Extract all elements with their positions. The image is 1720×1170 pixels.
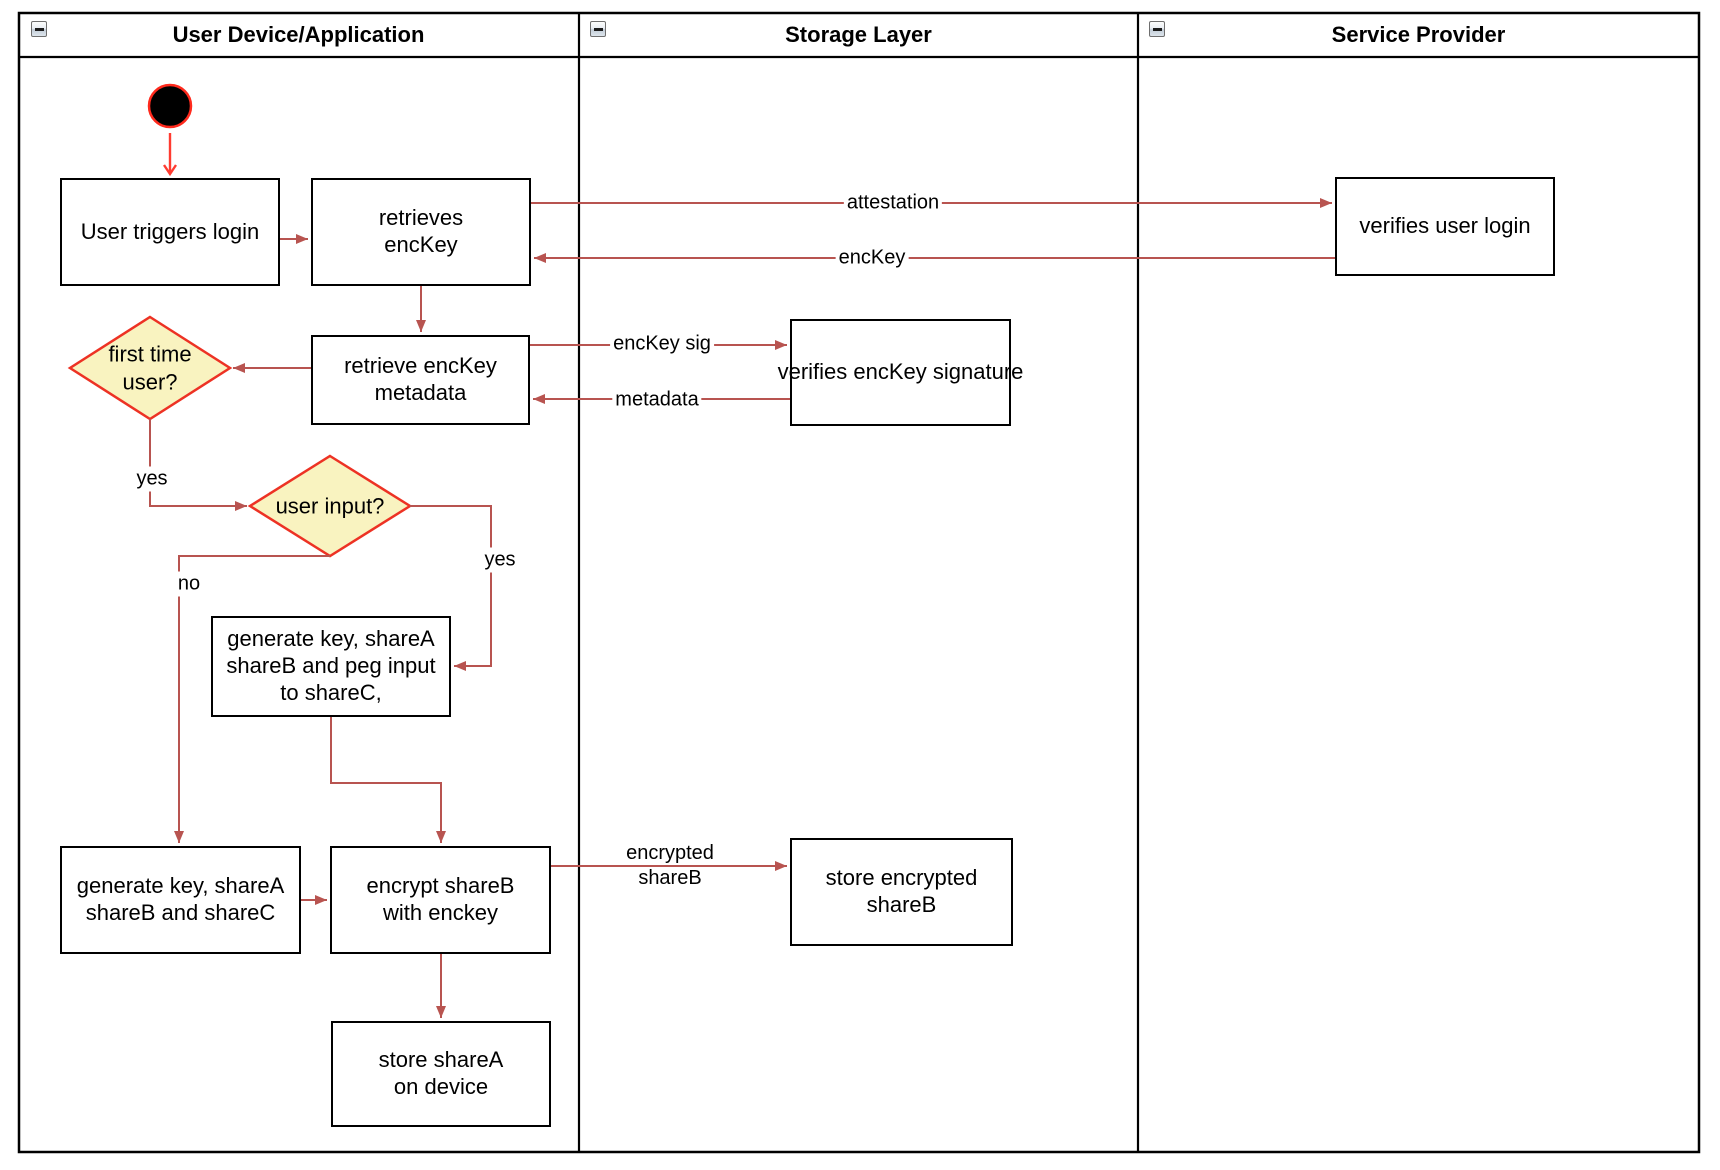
edge-peg-to-encrypt[interactable] (330, 717, 446, 843)
pool-border (17, 11, 1701, 1154)
decision-first-time-user[interactable] (67, 315, 233, 421)
edge-label-no-user-input[interactable]: no (174, 571, 204, 597)
node-label: store shareA on device (378, 1047, 504, 1099)
node-label: encrypt shareB with enckey (366, 873, 515, 925)
collapse-lane-button[interactable] (31, 21, 47, 37)
node-label: User triggers login (80, 218, 260, 244)
node-label: retrieve encKey metadata (344, 353, 497, 405)
node-verifies-enckey-signature[interactable]: verifies encKey signature (778, 319, 1023, 426)
edge-label-encrypted-shareb[interactable]: encrypted shareB (626, 842, 714, 889)
lane-header-user-device[interactable]: User Device/Application (172, 22, 425, 47)
node-store-sharea[interactable]: store shareA on device (331, 1021, 551, 1127)
node-verifies-user-login[interactable]: verifies user login (1335, 177, 1555, 276)
node-label: verifies encKey signature (777, 359, 1024, 385)
edge-label-enckey-sig[interactable]: encKey sig (610, 331, 714, 357)
edge-first-time-yes[interactable] (149, 419, 247, 511)
edge-label-yes-first-time[interactable]: yes (133, 466, 171, 492)
edge-label-attestation[interactable]: attestation (843, 190, 943, 216)
start-node[interactable] (147, 83, 193, 129)
node-label: generate key, shareA shareB and peg inpu… (226, 626, 436, 705)
minus-icon (34, 27, 44, 31)
node-retrieves-enckey[interactable]: retrieves encKey (311, 178, 531, 286)
minus-icon (1152, 27, 1162, 31)
edge-label-metadata[interactable]: metadata (612, 387, 702, 413)
edge-user-input-no[interactable] (174, 555, 330, 843)
node-generate-peg-input[interactable]: generate key, shareA shareB and peg inpu… (211, 616, 451, 717)
node-encrypt-shareb[interactable]: encrypt shareB with enckey (330, 846, 551, 954)
edge-label-enckey[interactable]: encKey (835, 245, 909, 271)
node-label: store encrypted shareB (825, 865, 978, 917)
decision-user-input[interactable] (247, 454, 413, 558)
lane-header-storage-layer[interactable]: Storage Layer (785, 22, 932, 47)
collapse-lane-button[interactable] (590, 21, 606, 37)
node-generate-shares[interactable]: generate key, shareA shareB and shareC (60, 846, 301, 954)
node-retrieve-enckey-metadata[interactable]: retrieve encKey metadata (311, 335, 530, 425)
node-user-triggers-login[interactable]: User triggers login (60, 178, 280, 286)
node-label: retrieves encKey (378, 205, 464, 257)
minus-icon (593, 27, 603, 31)
lane-header-service-provider[interactable]: Service Provider (1331, 22, 1506, 47)
edge-label-yes-user-input[interactable]: yes (481, 547, 519, 573)
node-label: verifies user login (1359, 213, 1531, 239)
node-store-encrypted-shareb[interactable]: store encrypted shareB (790, 838, 1013, 946)
node-label: generate key, shareA shareB and shareC (76, 873, 285, 925)
collapse-lane-button[interactable] (1149, 21, 1165, 37)
edge-user-input-yes[interactable] (410, 505, 492, 671)
